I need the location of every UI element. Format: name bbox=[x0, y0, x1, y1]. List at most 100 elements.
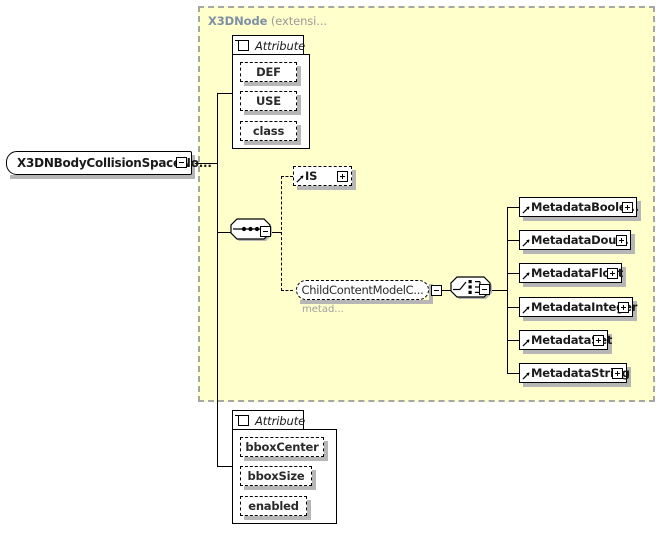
is-element-label: IS bbox=[305, 169, 318, 183]
connector-fan-to-metadata-6 bbox=[507, 373, 519, 374]
extension-base-suffix: (extensi... bbox=[270, 14, 327, 28]
attr-bboxcenter-shadow bbox=[244, 457, 328, 461]
root-element-box[interactable]: X3DNBodyCollisionSpaceNo... bbox=[6, 151, 212, 175]
attr-enabled-shadow bbox=[244, 516, 311, 520]
metadata-element-toggle-plus-icon-6[interactable] bbox=[612, 368, 623, 379]
is-element-toggle-plus-icon[interactable] bbox=[337, 171, 348, 182]
metadata-5-shadow bbox=[523, 350, 612, 354]
connector-trunk-to-attr-bottom bbox=[217, 466, 234, 467]
connector-optional-to-is bbox=[281, 176, 293, 177]
metadata-2-shadow bbox=[523, 250, 635, 254]
attr-def-shadow bbox=[244, 82, 301, 86]
element-reference-arrow-icon bbox=[522, 206, 530, 214]
connector-fan-to-metadata-4 bbox=[507, 307, 519, 308]
attr-class-shadow bbox=[244, 141, 301, 145]
metadata-2-shadow-right bbox=[631, 234, 635, 252]
attribute-item-def-label: DEF bbox=[256, 65, 281, 79]
element-reference-arrow-icon bbox=[522, 272, 530, 280]
is-element-shadow bbox=[297, 186, 356, 190]
metadata-element-toggle-plus-icon-5[interactable] bbox=[593, 335, 604, 346]
attribute-item-bboxcenter[interactable]: bboxCenter bbox=[240, 437, 324, 457]
attribute-item-bboxsize[interactable]: bboxSize bbox=[240, 466, 312, 486]
metadata-6-shadow-right bbox=[627, 367, 631, 385]
attr-bboxcenter-shadow-right bbox=[324, 441, 328, 459]
metadata-element-toggle-plus-icon-3[interactable] bbox=[607, 268, 618, 279]
extension-region-title: X3DNode (extensi... bbox=[208, 14, 327, 28]
connector-choice-right-stub bbox=[491, 290, 507, 291]
metadata-3-shadow-right bbox=[622, 267, 626, 285]
attribute-item-class[interactable]: class bbox=[240, 121, 297, 141]
metadata-1-shadow-right bbox=[637, 201, 641, 219]
connector-trunk-to-attr-top bbox=[217, 93, 234, 94]
attribute-item-def[interactable]: DEF bbox=[240, 62, 297, 82]
metadata-4-shadow-right bbox=[633, 301, 637, 319]
connector-sequence-right-stub bbox=[271, 232, 281, 233]
metadata-element-box-6[interactable]: MetadataString bbox=[519, 363, 630, 383]
metadata-element-label-3: MetadataFloat bbox=[531, 266, 624, 280]
metadata-element-box-2[interactable]: MetadataDou... bbox=[519, 230, 631, 250]
metadata-element-box-1[interactable]: MetadataBoole... bbox=[519, 197, 639, 217]
element-reference-arrow-icon bbox=[522, 306, 530, 314]
root-element-toggle-minus-icon[interactable] bbox=[176, 157, 187, 168]
connector-fan-to-metadata-3 bbox=[507, 273, 519, 274]
attr-use-shadow bbox=[244, 111, 301, 115]
element-reference-arrow-icon bbox=[522, 372, 530, 380]
element-reference-arrow-icon bbox=[296, 175, 304, 183]
attribute-item-class-label: class bbox=[252, 124, 285, 138]
element-reference-arrow-icon bbox=[522, 239, 530, 247]
attribute-group-top-tab[interactable]: Attribute bbox=[232, 35, 306, 55]
child-content-model-toggle-minus-icon[interactable] bbox=[431, 285, 442, 296]
attribute-group-bottom-title: Attribute bbox=[255, 413, 306, 428]
metadata-element-box-3[interactable]: MetadataFloat bbox=[519, 263, 624, 283]
child-content-model-group-ref[interactable]: ChildContentModelC... bbox=[296, 280, 429, 300]
metadata-5-shadow-right bbox=[608, 334, 612, 352]
connector-root-to-trunk bbox=[190, 163, 218, 164]
metadata-element-toggle-plus-icon-1[interactable] bbox=[622, 202, 633, 213]
root-element-shadow bbox=[10, 175, 195, 179]
attribute-item-bboxcenter-label: bboxCenter bbox=[245, 440, 319, 454]
choice-compositor-toggle-minus-icon[interactable] bbox=[479, 284, 490, 295]
root-element-label: X3DNBodyCollisionSpaceNo... bbox=[17, 156, 212, 170]
connector-fan-to-metadata-1 bbox=[507, 207, 519, 208]
childmodel-shadow bbox=[300, 300, 433, 304]
attr-use-shadow-right bbox=[297, 95, 301, 113]
element-reference-arrow-icon bbox=[522, 339, 530, 347]
child-content-model-note: metad... bbox=[302, 304, 344, 315]
connector-fan-to-metadata-5 bbox=[507, 340, 519, 341]
attribute-group-top-toggle-minus-icon[interactable] bbox=[238, 40, 249, 51]
metadata-element-toggle-plus-icon-2[interactable] bbox=[616, 235, 627, 246]
connector-fan-to-metadata-2 bbox=[507, 240, 519, 241]
metadata-element-box-5[interactable]: MetadataSet bbox=[519, 330, 612, 350]
sequence-compositor-toggle-minus-icon[interactable] bbox=[260, 226, 271, 237]
metadata-element-label-1: MetadataBoole... bbox=[531, 200, 639, 214]
attr-bboxsize-shadow-right bbox=[312, 470, 316, 488]
metadata-3-shadow bbox=[523, 283, 626, 287]
metadata-element-label-2: MetadataDou... bbox=[531, 233, 629, 247]
metadata-element-label-4: MetadataInteger bbox=[531, 300, 638, 314]
attr-enabled-shadow-right bbox=[307, 500, 311, 518]
attribute-item-use-label: USE bbox=[256, 94, 281, 108]
metadata-1-shadow bbox=[523, 217, 641, 221]
connector-metadata-fan-vertical bbox=[507, 207, 508, 373]
child-content-model-label: ChildContentModelC... bbox=[301, 283, 424, 297]
root-element-shadow-right bbox=[191, 155, 195, 177]
attribute-group-top-body-ext bbox=[303, 54, 310, 149]
attribute-item-bboxsize-label: bboxSize bbox=[247, 469, 305, 483]
attribute-item-enabled[interactable]: enabled bbox=[240, 496, 307, 516]
connector-childmodel-to-choice bbox=[441, 290, 454, 291]
attribute-item-enabled-label: enabled bbox=[248, 499, 299, 513]
extension-base-name: X3DNode bbox=[208, 14, 268, 28]
attr-class-shadow-right bbox=[297, 125, 301, 143]
attr-bboxsize-shadow bbox=[244, 486, 316, 490]
attribute-group-bottom-tab[interactable]: Attribute bbox=[232, 410, 306, 430]
attribute-item-use[interactable]: USE bbox=[240, 91, 297, 111]
attribute-group-bottom-toggle-minus-icon[interactable] bbox=[238, 415, 249, 426]
metadata-4-shadow bbox=[523, 317, 637, 321]
metadata-element-box-4[interactable]: MetadataInteger bbox=[519, 297, 637, 317]
connector-optional-fan-vertical bbox=[281, 176, 282, 291]
attribute-group-top-title: Attribute bbox=[255, 38, 306, 53]
connector-optional-to-childmodel bbox=[281, 290, 293, 291]
choice-compositor[interactable] bbox=[450, 275, 498, 307]
metadata-element-toggle-plus-icon-4[interactable] bbox=[618, 302, 629, 313]
